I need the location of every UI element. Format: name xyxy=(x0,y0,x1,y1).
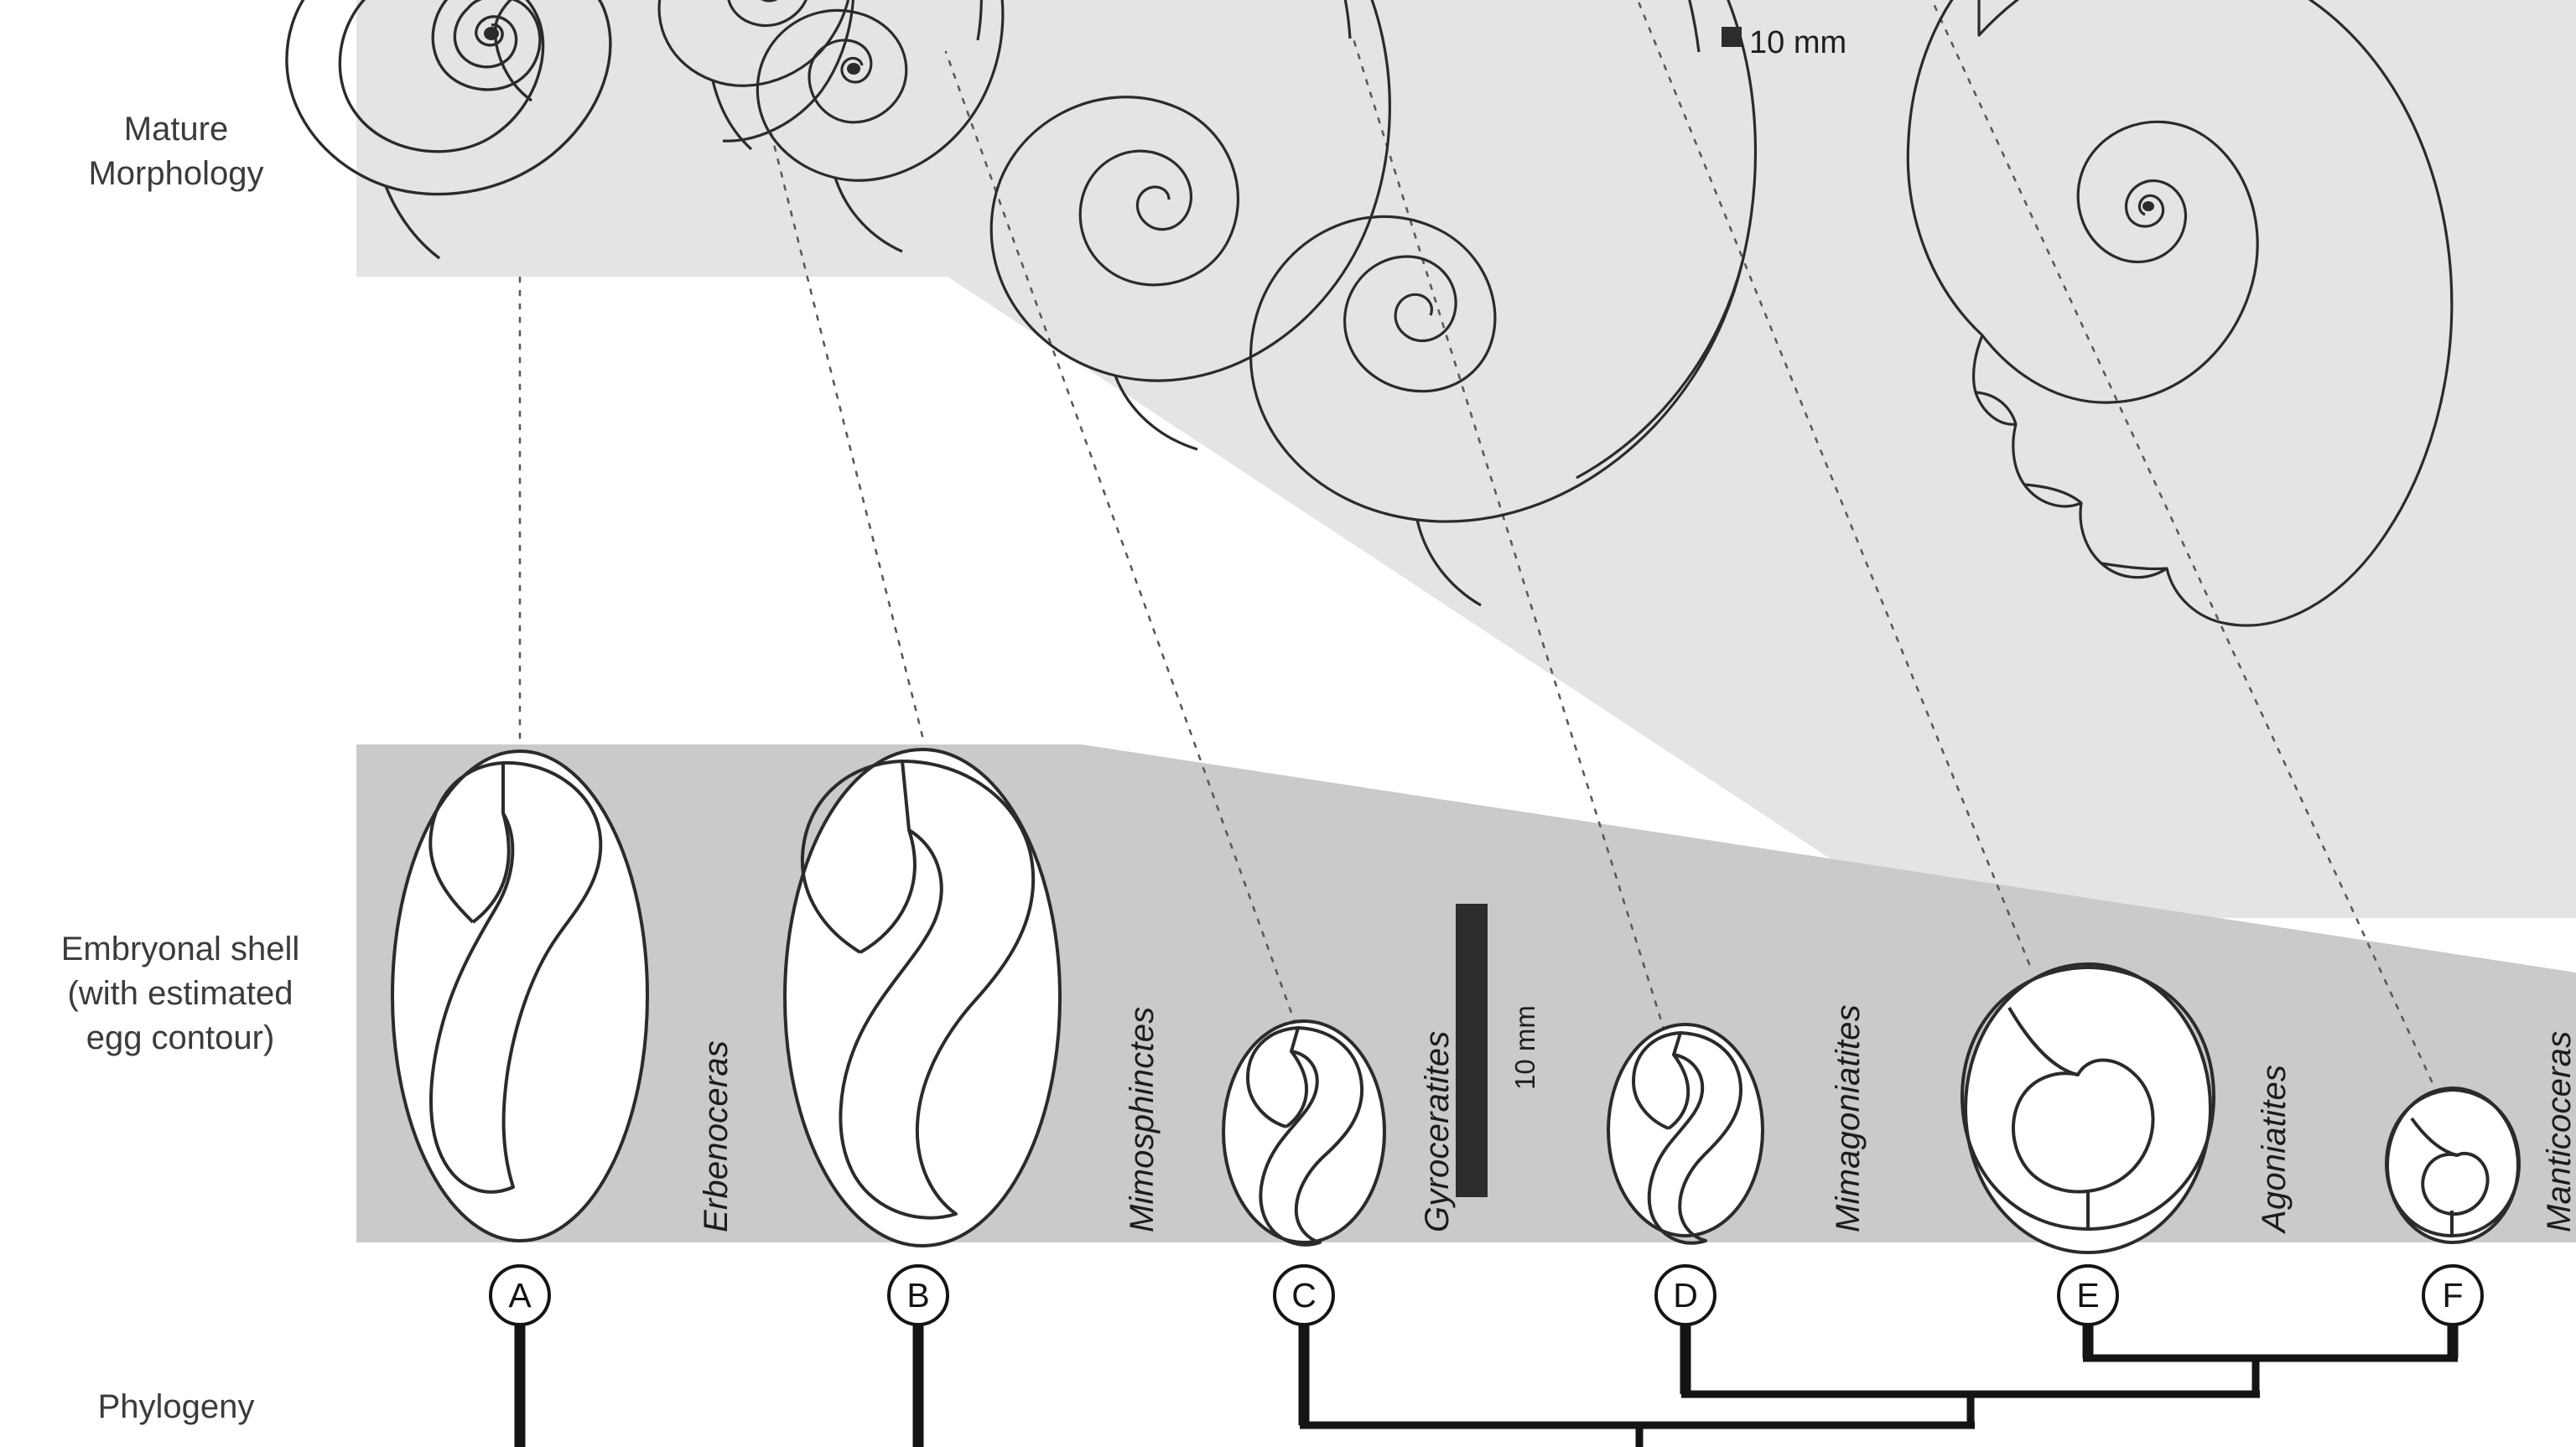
genus-label-manticoceras: Manticoceras xyxy=(2541,1030,2576,1232)
node-label-c: C xyxy=(1291,1276,1317,1315)
mature-shell-gyroceratites xyxy=(756,0,1005,253)
genus-label-mimosphinctes: Mimosphinctes xyxy=(1124,1006,1161,1232)
leader-line-e xyxy=(1636,0,2031,966)
terminal-branches xyxy=(514,1325,2459,1447)
embryo-agoniatites xyxy=(1961,962,2215,1254)
leader-line-f xyxy=(1930,0,2433,1083)
mature-scale-label: 10 mm xyxy=(1749,25,1847,60)
leader-line-c xyxy=(944,50,1297,1026)
phylogeny-tree xyxy=(489,1264,2484,1447)
embryo-mimagoniatites xyxy=(1607,1023,1764,1245)
genus-label-mimagoniatites: Mimagoniatites xyxy=(1830,1004,1867,1232)
mature-shell-mimosphinctes xyxy=(657,0,854,151)
node-label-a: A xyxy=(508,1276,532,1315)
embryo-gyroceratites xyxy=(1222,1019,1386,1247)
embryo-mimosphinctes xyxy=(783,748,1062,1247)
clade-def xyxy=(1681,1390,2260,1425)
row-label-phylogeny: Phylogeny xyxy=(97,1388,255,1425)
mature-shell-erbenoceras xyxy=(285,0,612,260)
leader-lines xyxy=(518,0,2433,1083)
genus-label-erbenoceras: Erbenoceras xyxy=(698,1040,735,1232)
node-label-b: B xyxy=(906,1276,930,1315)
genus-label-gyroceratites: Gyroceratites xyxy=(1419,1030,1456,1232)
node-label-d: D xyxy=(1673,1276,1698,1315)
mature-band xyxy=(356,0,2576,918)
embryonal-scale-label: 10 mm xyxy=(1509,1005,1540,1090)
mature-scale-marker xyxy=(1722,27,1742,47)
embryo-manticoceras xyxy=(2385,1087,2521,1244)
clade-cdef xyxy=(1300,1421,1975,1447)
row-label-mature: Mature Morphology xyxy=(88,111,264,192)
clade-ef xyxy=(2083,1354,2458,1394)
leader-line-b xyxy=(770,132,924,738)
leader-line-d xyxy=(1350,32,1666,1033)
mature-shell-mimagoniatites xyxy=(989,0,1391,451)
embryo-erbenoceras xyxy=(391,749,649,1242)
genus-label-agoniatites: Agoniatites xyxy=(2256,1064,2293,1232)
node-label-f: F xyxy=(2442,1276,2464,1315)
row-label-embryonal: Embryonal shell (with estimated egg cont… xyxy=(60,931,300,1056)
mature-shell-agoniatites xyxy=(1249,0,1758,607)
mature-shell-manticoceras xyxy=(1906,0,2454,627)
node-circles xyxy=(489,1264,2484,1326)
node-label-e: E xyxy=(2076,1276,2100,1315)
embryonal-scale-bar xyxy=(1456,904,1488,1197)
